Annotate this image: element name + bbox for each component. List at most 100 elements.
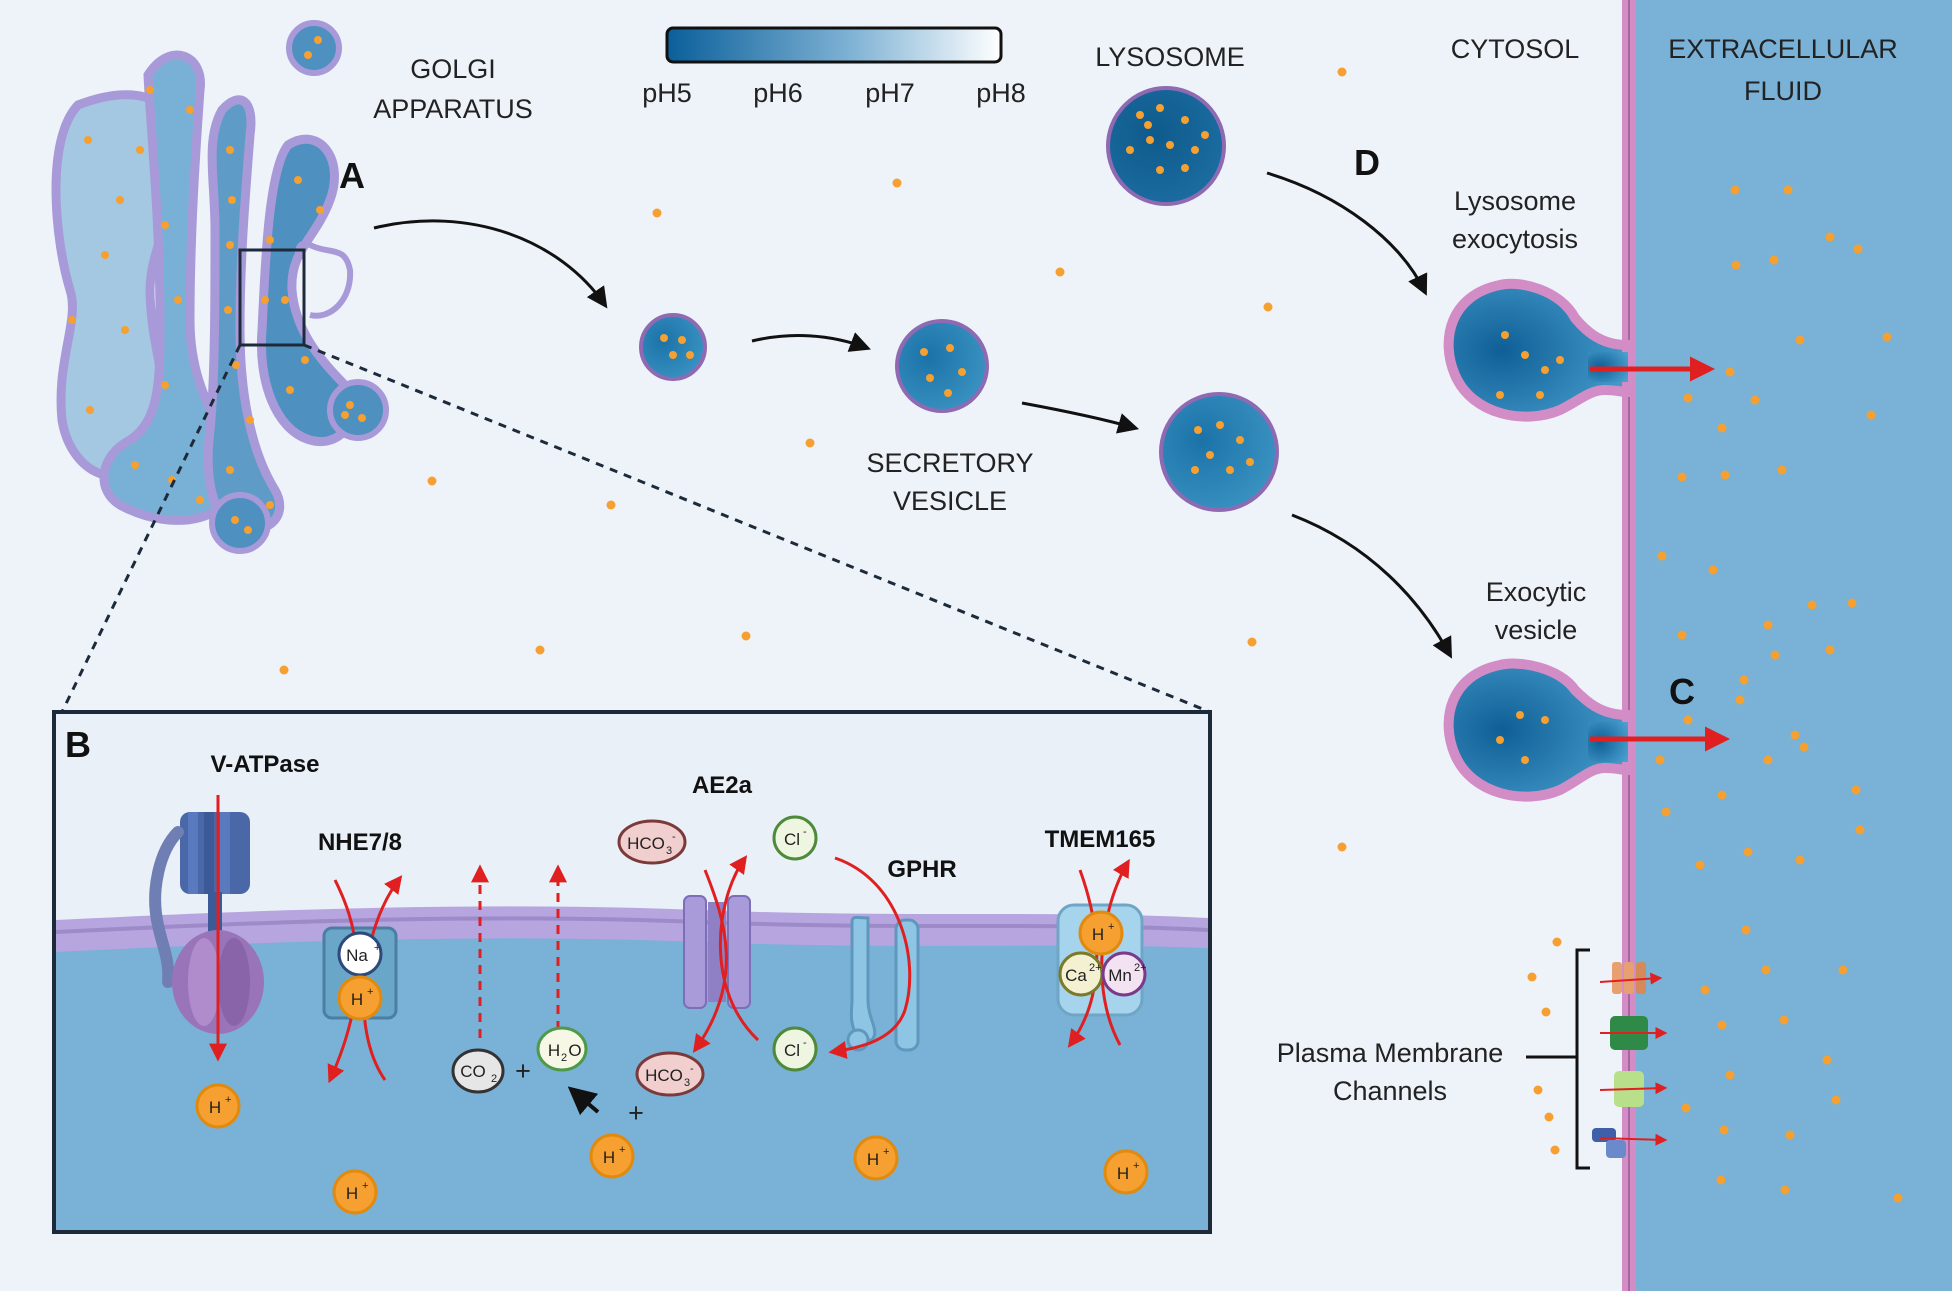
lumen-proton: H + [195,1083,241,1129]
vesicle-maturation-arrow-1 [751,332,871,352]
cargo-dot [1893,1193,1903,1203]
svg-text:+: + [367,986,373,998]
cargo-dot [1527,972,1537,982]
nhe-exchanger: Na + H + [322,875,403,1084]
cargo-dot [1683,393,1693,403]
svg-text:-: - [672,831,676,843]
cargo-dot [226,146,234,154]
lysosome [1106,86,1226,206]
cargo-dot [1799,742,1809,752]
cargo-dot [1216,421,1224,429]
svg-text:+: + [362,1180,368,1192]
lumen-proton: H + [853,1135,899,1181]
cargo-dot [1552,937,1562,947]
cargo-dot [1655,755,1665,765]
cargo-dot [1677,630,1687,640]
cargo-dot [1657,551,1667,561]
cargo-dot [606,500,616,510]
cargo-dot [1783,185,1793,195]
cargo-dot [86,406,94,414]
secretory-vesicle-label: VESICLE [893,486,1007,516]
cargo-dot [1206,451,1214,459]
cargo-dot [228,196,236,204]
cargo-dot [1790,730,1800,740]
cargo-dot [294,176,302,184]
cargo-dot [1337,842,1347,852]
plus-sign: + [628,1098,644,1128]
inset-panel-b: B V-ATPase Na + [52,710,1212,1234]
cargo-dot [146,86,154,94]
cargo-dot [279,665,289,675]
sodium-ion: Na + [337,931,383,977]
zoom-line-right [303,343,1211,714]
cargo-dot [920,348,928,356]
lysosome-exocytosis-label: exocytosis [1452,224,1578,254]
cargo-dot [944,389,952,397]
cargo-dot [1541,1007,1551,1017]
calcium-ion: Ca 2+ [1058,951,1104,997]
cargo-dot [892,178,902,188]
pm-channels-label: Plasma Membrane [1277,1038,1504,1068]
pm-channel-1 [1599,962,1663,994]
secretory-vesicle-medium [895,319,989,413]
cargo-dot [1720,470,1730,480]
ae2a-label: AE2a [692,772,753,799]
cargo-dot [1541,366,1549,374]
ph-tick-label: pH6 [753,78,803,108]
svg-text:H: H [1092,925,1104,944]
ae2a-exchanger [683,855,760,1053]
ph-scale: pH5 pH6 pH7 pH8 [642,26,1026,108]
svg-text:H: H [867,1150,879,1169]
cargo-dot [669,351,677,359]
cargo-dot [1717,790,1727,800]
gphr-channel [828,856,920,1059]
extracellular-label: FLUID [1744,76,1822,106]
cargo-dot [1136,111,1144,119]
svg-text:O: O [568,1041,581,1060]
chloride-ion-bottom: Cl - [772,1026,818,1072]
cargo-dot [1144,121,1152,129]
panel-letter-d: D [1354,142,1380,183]
cargo-dot [741,631,751,641]
cargo-dot [341,411,349,419]
ph-tick-label: pH5 [642,78,692,108]
bicarbonate-ion-top: HCO 3 - [617,819,687,865]
cargo-dot [1683,715,1693,725]
cargo-dot [1853,244,1863,254]
cargo-dot [301,356,309,364]
svg-text:Cl: Cl [784,1041,800,1060]
cargo-dot [1191,146,1199,154]
extracellular-cargo-dots [1527,185,1903,1203]
golgi-label: GOLGI [410,54,496,84]
svg-text:Na: Na [346,946,368,965]
cargo-dot [101,251,109,259]
cargo-dot [314,36,322,44]
cargo-dot [224,306,232,314]
extracellular-region [1632,0,1952,1291]
cargo-dot [1716,1175,1726,1185]
exocytosis-cargo-dots [1496,331,1564,764]
pm-channel-4 [1592,1128,1668,1158]
cargo-dot [958,368,966,376]
cargo-dot [1725,1070,1735,1080]
panel-letter-a: A [339,155,365,196]
svg-text:+: + [1133,1160,1139,1172]
cargo-dot [1763,755,1773,765]
cargo-dot [1146,136,1154,144]
cargo-dot [1677,472,1687,482]
svg-text:3: 3 [666,845,672,857]
svg-text:+: + [883,1146,889,1158]
cargo-dot [1247,637,1257,647]
cargo-dot [1769,255,1779,265]
cargo-dot [226,241,234,249]
cargo-dot [1739,675,1749,685]
svg-text:+: + [1108,921,1114,933]
secretory-vesicle-small [639,313,707,381]
cargo-dot [1807,600,1817,610]
cargo-dot [1516,711,1524,719]
cargo-dot [1743,847,1753,857]
cargo-dot [1717,1020,1727,1030]
cargo-dot [232,361,240,369]
